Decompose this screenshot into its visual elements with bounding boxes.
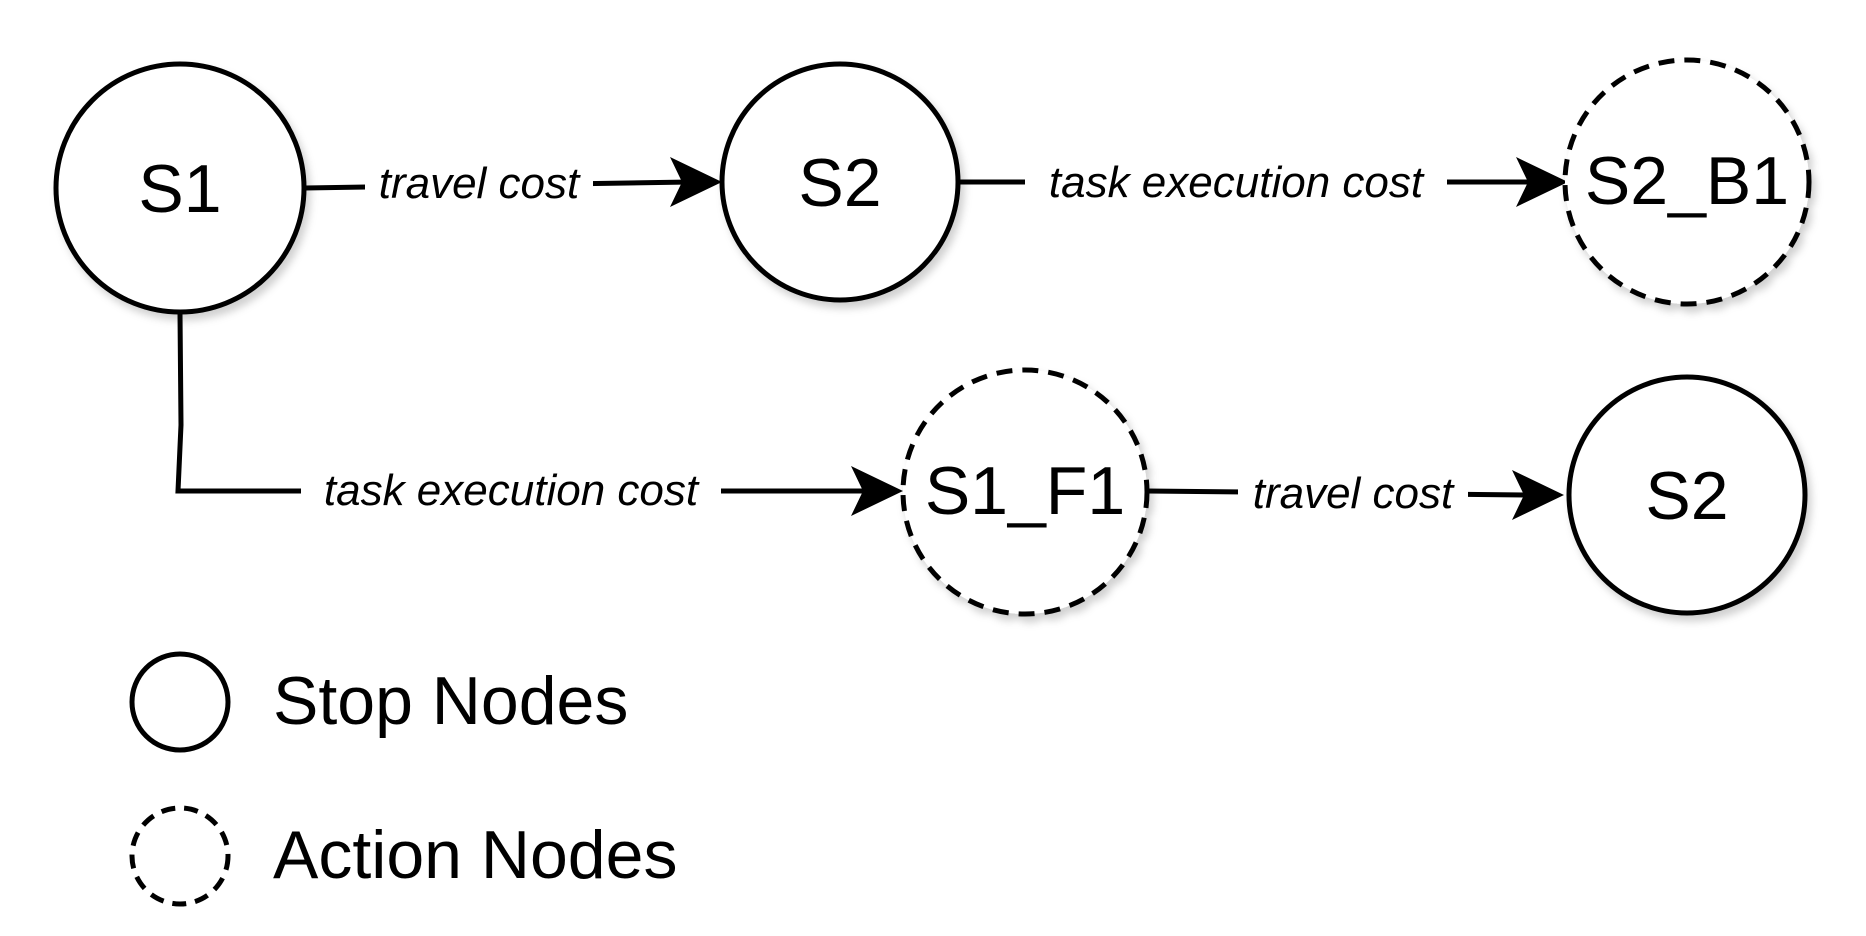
edge-s1-s1f1: task execution cost (175, 312, 903, 518)
node-s1-f1: S1_F1 (900, 367, 1150, 617)
edge-label: task execution cost (324, 466, 700, 515)
arrowhead-icon (670, 157, 722, 207)
node-s1: S1 (53, 61, 307, 315)
node-s2-b1: S2_B1 (1562, 57, 1812, 307)
node-s2-second: S2 (1566, 374, 1808, 616)
legend-label: Stop Nodes (273, 663, 628, 739)
edge-s2-s2b1: task execution cost (958, 156, 1568, 210)
edge-s1-s2: travel cost (304, 157, 722, 212)
edge-label: task execution cost (1049, 158, 1425, 207)
arrowhead-icon (1512, 470, 1564, 520)
legend: Stop Nodes Action Nodes (129, 651, 677, 907)
action-node-icon (129, 805, 231, 907)
arrowhead-icon (851, 466, 903, 516)
node-label: S2_B1 (1585, 143, 1789, 219)
edge-label: travel cost (379, 159, 581, 208)
node-label: S2 (798, 145, 881, 221)
node-label: S1 (138, 151, 221, 227)
edge-label: travel cost (1253, 469, 1455, 518)
node-label: S1_F1 (925, 453, 1125, 529)
legend-label: Action Nodes (273, 817, 677, 893)
stop-node-icon (129, 651, 231, 753)
legend-item-action: Action Nodes (129, 805, 677, 907)
legend-item-stop: Stop Nodes (129, 651, 628, 753)
node-label: S2 (1645, 458, 1728, 534)
arrowhead-icon (1516, 157, 1568, 207)
edge-s1f1-s2: travel cost (1146, 467, 1564, 521)
node-s2: S2 (719, 61, 961, 303)
